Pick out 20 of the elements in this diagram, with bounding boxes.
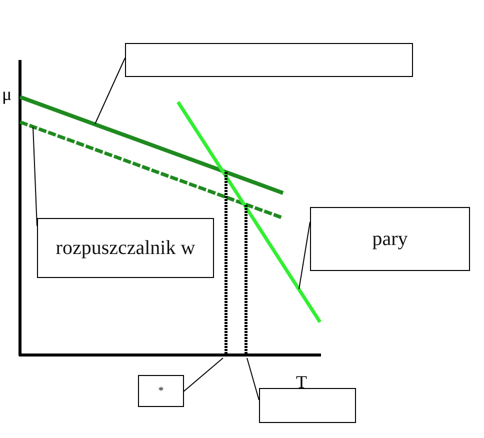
box-text: rozpuszczalnik w xyxy=(56,236,196,260)
label-box xyxy=(310,207,470,271)
label-box xyxy=(259,388,356,423)
box-text: * xyxy=(158,385,164,397)
dashed-line xyxy=(19,120,284,220)
axis-label: μ xyxy=(2,84,12,105)
label-box xyxy=(125,43,413,77)
steep-line xyxy=(176,101,322,323)
axis-label: T xyxy=(296,372,307,393)
box-text: pary xyxy=(372,228,408,250)
leader-line xyxy=(32,126,38,226)
solid-line xyxy=(19,95,284,195)
label-box xyxy=(138,375,184,407)
label-box xyxy=(37,218,214,278)
dotted-line xyxy=(224,172,228,354)
leader-line xyxy=(298,222,310,290)
leader-line xyxy=(94,58,126,124)
leader-line xyxy=(246,358,260,400)
dotted-line xyxy=(244,205,248,354)
leader-line xyxy=(182,358,224,392)
